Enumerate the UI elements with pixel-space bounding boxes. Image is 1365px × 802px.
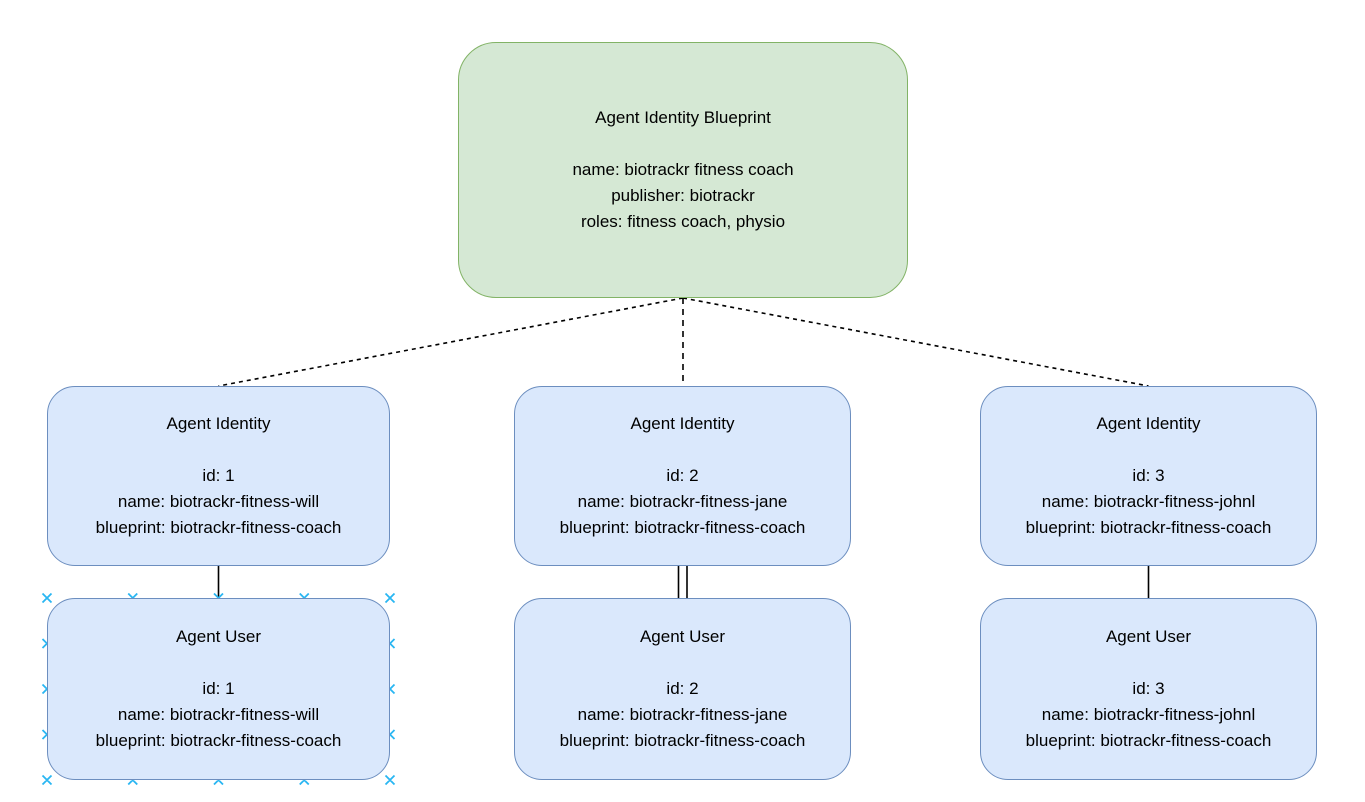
node-agent-identity-2[interactable]: Agent Identity id: 2 name: biotrackr-fit… bbox=[514, 386, 851, 566]
node-attr-name: name: biotrackr-fitness-will bbox=[117, 492, 320, 511]
node-attr-id: id: 1 bbox=[202, 679, 235, 698]
node-agent-user-3[interactable]: Agent User id: 3 name: biotrackr-fitness… bbox=[980, 598, 1317, 780]
node-attr-name: name: biotrackr-fitness-johnl bbox=[1041, 705, 1256, 724]
node-agent-identity-1[interactable]: Agent Identity id: 1 name: biotrackr-fit… bbox=[47, 386, 390, 566]
node-attr-roles: roles: fitness coach, physio bbox=[580, 212, 786, 231]
node-title: Agent Identity bbox=[1096, 414, 1201, 433]
node-attr-id: id: 2 bbox=[666, 466, 699, 485]
node-attr-name: name: biotrackr-fitness-johnl bbox=[1041, 492, 1256, 511]
node-attr-blueprint: blueprint: biotrackr-fitness-coach bbox=[95, 731, 342, 750]
node-attr-blueprint: blueprint: biotrackr-fitness-coach bbox=[1025, 518, 1272, 537]
node-attr-name: name: biotrackr-fitness-jane bbox=[577, 492, 788, 511]
node-attr-name: name: biotrackr-fitness-will bbox=[117, 705, 320, 724]
node-attr-blueprint: blueprint: biotrackr-fitness-coach bbox=[1025, 731, 1272, 750]
node-agent-user-1[interactable]: Agent User id: 1 name: biotrackr-fitness… bbox=[47, 598, 390, 780]
node-title: Agent Identity Blueprint bbox=[595, 108, 771, 127]
node-title: Agent Identity bbox=[630, 414, 735, 433]
node-attr-id: id: 3 bbox=[1132, 679, 1165, 698]
node-agent-user-2[interactable]: Agent User id: 2 name: biotrackr-fitness… bbox=[514, 598, 851, 780]
node-title: Agent User bbox=[1105, 627, 1192, 646]
node-attr-id: id: 3 bbox=[1132, 466, 1165, 485]
node-attr-blueprint: blueprint: biotrackr-fitness-coach bbox=[559, 731, 806, 750]
node-title: Agent User bbox=[639, 627, 726, 646]
node-attr-id: id: 2 bbox=[666, 679, 699, 698]
node-attr-name: name: biotrackr-fitness-jane bbox=[577, 705, 788, 724]
node-attr-blueprint: blueprint: biotrackr-fitness-coach bbox=[95, 518, 342, 537]
node-agent-identity-3[interactable]: Agent Identity id: 3 name: biotrackr-fit… bbox=[980, 386, 1317, 566]
edge-blueprint-to-identity-3[interactable] bbox=[682, 297, 1149, 387]
node-title: Agent Identity bbox=[166, 414, 271, 433]
node-attr-publisher: publisher: biotrackr bbox=[611, 186, 755, 205]
node-title: Agent User bbox=[175, 627, 262, 646]
edge-blueprint-to-identity-1[interactable] bbox=[218, 297, 684, 387]
node-agent-identity-blueprint[interactable]: Agent Identity Blueprint name: biotrackr… bbox=[458, 42, 908, 298]
node-attr-name: name: biotrackr fitness coach bbox=[572, 160, 794, 179]
node-attr-blueprint: blueprint: biotrackr-fitness-coach bbox=[559, 518, 806, 537]
node-attr-id: id: 1 bbox=[202, 466, 235, 485]
